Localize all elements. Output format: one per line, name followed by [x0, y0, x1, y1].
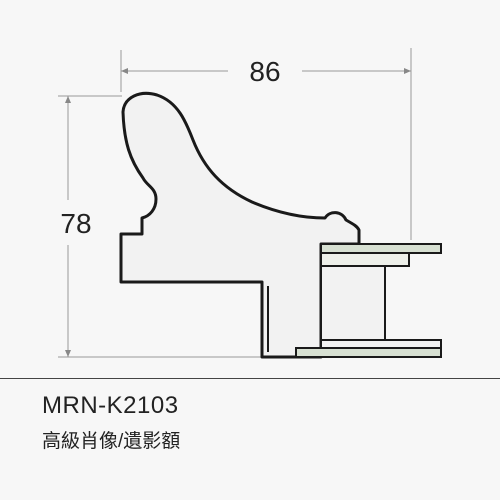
- arrow-width-right: [404, 68, 411, 74]
- product-code: MRN-K2103: [42, 392, 179, 419]
- arrow-height-bottom: [65, 350, 71, 357]
- divider-line: [0, 378, 500, 379]
- arrow-height-top: [65, 96, 71, 103]
- frame-profile-drawing: 86 78: [58, 48, 442, 359]
- backing-board: [320, 339, 442, 349]
- glass-layer: [320, 243, 442, 254]
- mat-board-layer: [320, 252, 410, 267]
- back-panel: [295, 347, 442, 358]
- frame-moulding-profile: [119, 91, 361, 359]
- product-type: 高級肖像/遺影額: [42, 431, 181, 452]
- backing-inner: [320, 265, 386, 341]
- width-dimension-label: 86: [249, 56, 280, 87]
- dimension-arrows: [65, 68, 411, 357]
- dimension-lines: [58, 48, 412, 358]
- height-dimension-label: 78: [60, 208, 91, 239]
- arrow-width-left: [121, 68, 128, 74]
